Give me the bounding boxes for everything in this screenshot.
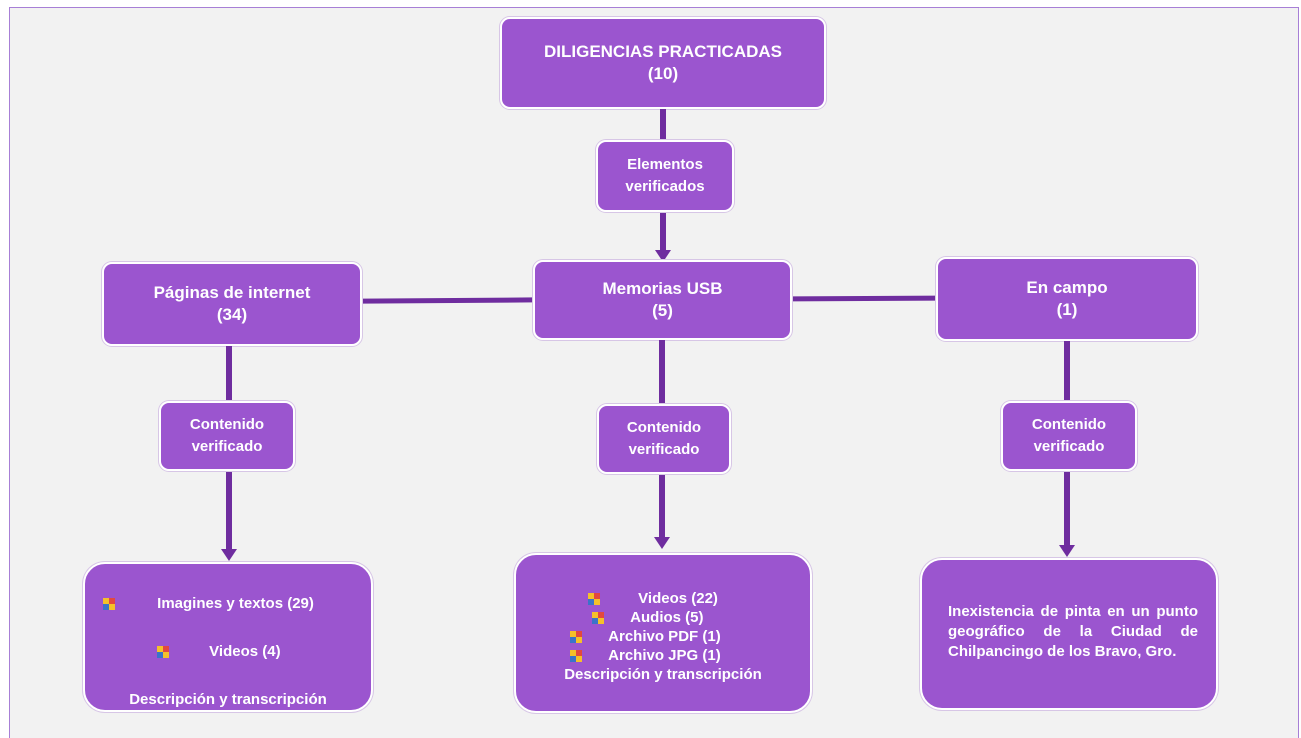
result-usb-item-3: Archivo PDF (1) bbox=[570, 627, 721, 646]
result-internet-item-2-text: Videos (4) bbox=[209, 643, 281, 660]
contenido-campo-line2: verificado bbox=[1033, 438, 1105, 455]
category-usb-title: Memorias USB bbox=[602, 279, 723, 298]
connector-right-horizontal bbox=[791, 295, 939, 302]
category-campo-title: En campo bbox=[1026, 278, 1108, 297]
colored-square-bullet-icon bbox=[570, 631, 582, 644]
colored-square-bullet-icon bbox=[103, 598, 115, 611]
elementos-line1: Elementos bbox=[627, 156, 703, 173]
contenido-internet-line2: verificado bbox=[191, 438, 263, 455]
category-box-campo: En campo (1) bbox=[936, 257, 1198, 341]
result-internet-footer: Descripción y transcripción bbox=[129, 691, 327, 708]
category-internet-title: Páginas de internet bbox=[153, 283, 311, 302]
contenido-box-usb: Contenido verificado bbox=[597, 404, 731, 474]
result-internet-item-1-text: Imagines y textos (29) bbox=[157, 595, 314, 612]
result-box-internet: Imagines y textos (29) Videos (4) Descri… bbox=[83, 562, 373, 712]
result-usb-item-2-text: Audios (5) bbox=[630, 609, 704, 626]
top-count: (10) bbox=[647, 64, 679, 83]
elementos-verificados-box: Elementos verificados bbox=[596, 140, 734, 212]
category-box-internet: Páginas de internet (34) bbox=[102, 262, 362, 346]
result-usb-item-1: Videos (22) bbox=[588, 589, 718, 608]
top-title: DILIGENCIAS PRACTICADAS bbox=[543, 42, 782, 61]
category-box-usb: Memorias USB (5) bbox=[533, 260, 792, 340]
result-internet-item-2: Videos (4) bbox=[157, 642, 281, 661]
result-usb-item-2: Audios (5) bbox=[592, 608, 704, 627]
contenido-usb-line1: Contenido bbox=[626, 419, 702, 436]
contenido-box-campo: Contenido verificado bbox=[1001, 401, 1137, 471]
category-internet-count: (34) bbox=[216, 305, 248, 324]
arrow-down-icon bbox=[221, 549, 237, 561]
category-usb-count: (5) bbox=[652, 301, 673, 320]
result-usb-item-3-text: Archivo PDF (1) bbox=[608, 628, 721, 645]
result-box-usb: Videos (22) Audios (5) Archivo PDF (1) A… bbox=[514, 553, 812, 713]
colored-square-bullet-icon bbox=[570, 650, 582, 663]
colored-square-bullet-icon bbox=[588, 593, 600, 606]
colored-square-bullet-icon bbox=[592, 612, 604, 625]
arrow-down-icon bbox=[655, 250, 671, 262]
arrow-down-icon bbox=[1059, 545, 1075, 557]
contenido-box-internet: Contenido verificado bbox=[159, 401, 295, 471]
colored-square-bullet-icon bbox=[157, 646, 169, 659]
contenido-internet-line1: Contenido bbox=[189, 416, 265, 433]
result-internet-item-1: Imagines y textos (29) bbox=[103, 594, 314, 613]
result-usb-item-4-text: Archivo JPG (1) bbox=[608, 647, 721, 664]
top-box-diligencias: DILIGENCIAS PRACTICADAS (10) bbox=[500, 17, 826, 109]
elementos-line2: verificados bbox=[625, 178, 705, 195]
result-campo-text: Inexistencia de pinta en un punto geográ… bbox=[948, 603, 1198, 660]
arrow-down-icon bbox=[654, 537, 670, 549]
result-usb-item-4: Archivo JPG (1) bbox=[570, 646, 721, 665]
result-usb-footer: Descripción y transcripción bbox=[564, 666, 762, 683]
contenido-usb-line2: verificado bbox=[628, 441, 700, 458]
contenido-campo-line1: Contenido bbox=[1031, 416, 1107, 433]
result-box-campo: Inexistencia de pinta en un punto geográ… bbox=[920, 558, 1218, 710]
result-usb-item-1-text: Videos (22) bbox=[638, 590, 718, 607]
category-campo-count: (1) bbox=[1056, 300, 1078, 319]
